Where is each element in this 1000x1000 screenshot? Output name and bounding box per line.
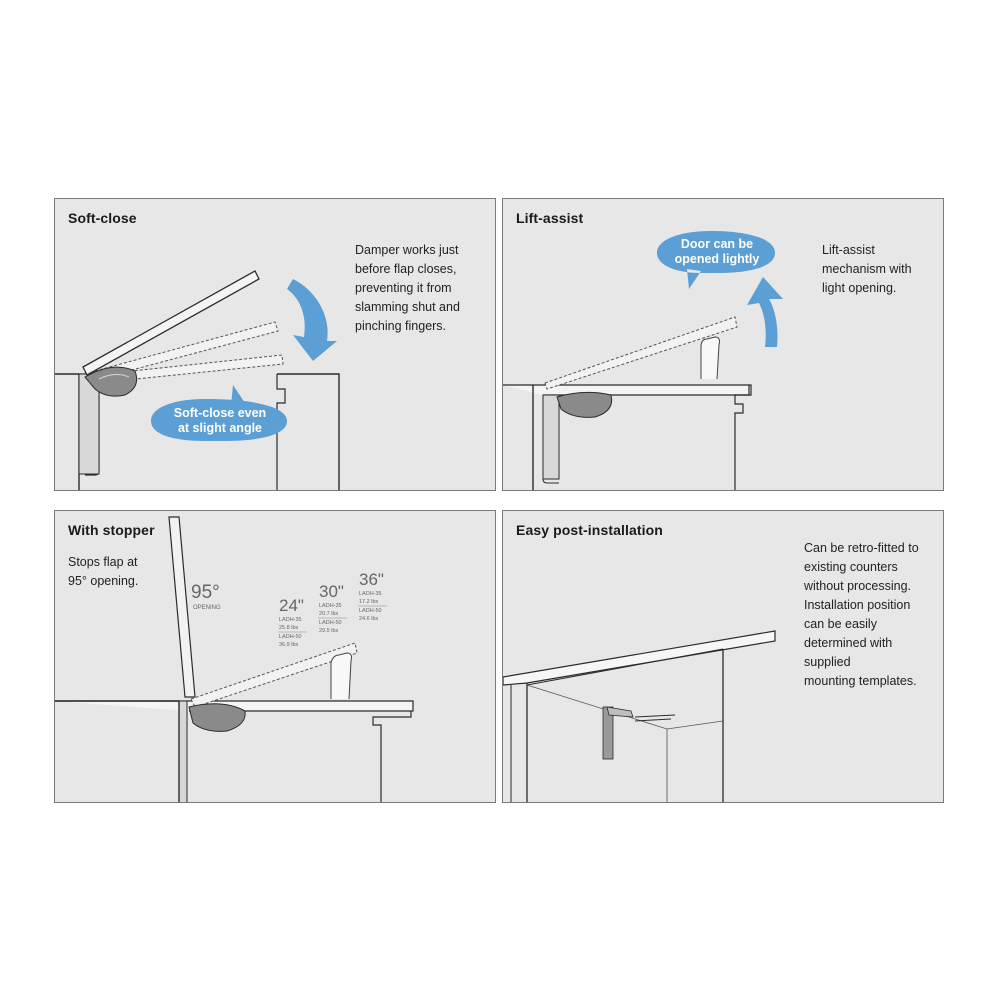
panel-lift-assist: Lift-assist Lift-assist mechanism with l… <box>502 198 944 491</box>
panel-description: Lift-assist mechanism with light opening… <box>822 243 912 295</box>
panel-post-installation: Easy post-installation Can be retro-fitt… <box>502 510 944 803</box>
size-24-load1: 25.8 lbs <box>279 625 299 631</box>
lift-assist-callout-shape <box>657 231 775 289</box>
size-table: 95° OPENING 24" LADH-35 25.8 lbs LADH-50… <box>191 570 387 648</box>
panel-description: Stops flap at 95° opening. <box>68 555 139 588</box>
angle-sub-label: OPENING <box>193 605 221 611</box>
size-24-load2: 36.9 lbs <box>279 642 299 648</box>
panel-soft-close: Soft-close Damper works just before flap… <box>54 198 496 491</box>
size-36-label: 36" <box>359 570 384 589</box>
size-36-model1: LADH-35 <box>359 591 382 597</box>
size-30-label: 30" <box>319 582 344 601</box>
size-36-load1: 17.2 lbs <box>359 599 379 605</box>
installation-illustration <box>503 630 776 802</box>
soft-close-callout-shape <box>151 385 287 441</box>
panel-title: With stopper <box>68 522 155 538</box>
size-30-load1: 20.7 lbs <box>319 611 339 617</box>
size-24-model1: LADH-35 <box>279 617 302 623</box>
lift-arrow-icon <box>747 277 783 347</box>
panel-title: Lift-assist <box>516 210 584 226</box>
angle-label: 95° <box>191 582 220 603</box>
size-30-load2: 29.5 lbs <box>319 628 339 634</box>
soft-close-callout: Soft-close even at slight angle <box>173 406 267 435</box>
panel-title: Easy post-installation <box>516 522 663 538</box>
soft-close-illustration <box>55 270 340 490</box>
size-36-load2: 24.6 lbs <box>359 616 379 622</box>
panel-title: Soft-close <box>68 210 137 226</box>
lift-assist-illustration <box>503 231 783 490</box>
size-24-label: 24" <box>279 596 304 615</box>
stopper-illustration: 95° OPENING 24" LADH-35 25.8 lbs LADH-50… <box>55 516 414 802</box>
size-24-model2: LADH-50 <box>279 634 302 640</box>
lift-assist-callout: Door can be opened lightly <box>674 237 760 266</box>
panel-description: Damper works just before flap closes, pr… <box>355 243 460 333</box>
size-36-model2: LADH-50 <box>359 608 382 614</box>
size-30-model2: LADH-50 <box>319 620 342 626</box>
panel-with-stopper: 95° OPENING 24" LADH-35 25.8 lbs LADH-50… <box>54 510 496 803</box>
panel-description: Can be retro-fitted to existing counters… <box>804 541 919 688</box>
closing-arrow-icon <box>287 279 337 361</box>
size-30-model1: LADH-35 <box>319 603 342 609</box>
